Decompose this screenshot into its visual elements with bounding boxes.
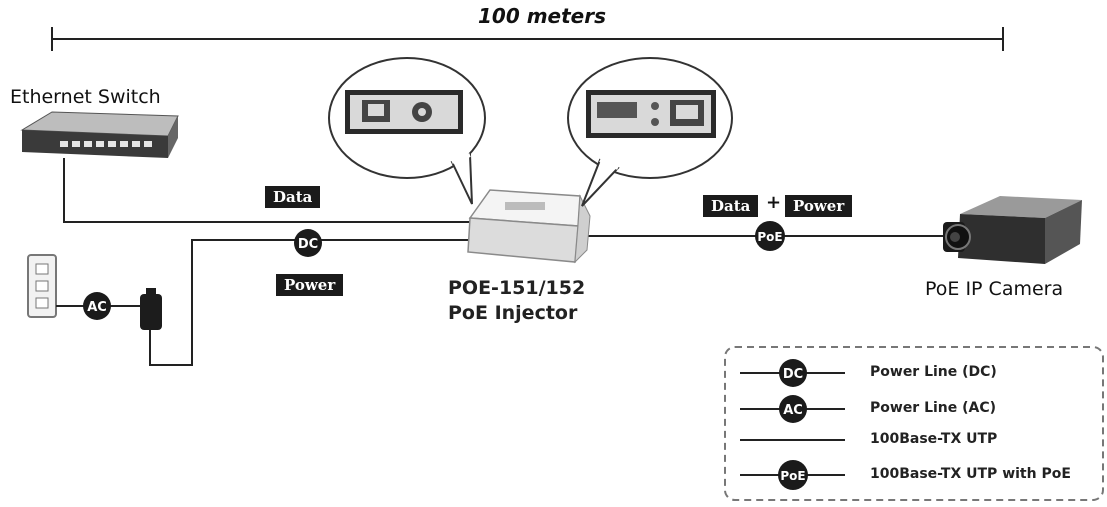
ip-camera-label: PoE IP Camera	[925, 278, 1064, 300]
data-cable	[63, 158, 475, 223]
injector-name: PoE Injector	[448, 302, 578, 324]
combined-data-tag: Data	[703, 195, 759, 217]
legend-box	[724, 346, 1104, 501]
legend-label-dc: Power Line (DC)	[870, 364, 997, 380]
combined-plus-sign: +	[766, 192, 782, 213]
legend-label-utp-poe: 100Base-TX UTP with PoE	[870, 466, 1071, 482]
injector-label: POE-151/152 PoE Injector	[448, 276, 585, 326]
legend-label-ac: Power Line (AC)	[870, 400, 997, 416]
dc-power-cable	[149, 239, 475, 366]
combined-power-tag: Power	[785, 195, 853, 217]
power-tag: Power	[276, 274, 344, 296]
legend-dc-marker: DC	[779, 359, 807, 387]
wall-outlet-icon	[27, 254, 57, 318]
ip-camera-icon	[943, 196, 1082, 264]
svg-text:PoE: PoE	[757, 230, 782, 244]
ethernet-switch-icon	[20, 111, 179, 158]
distance-dimension-line	[51, 27, 1004, 51]
ethernet-switch-label: Ethernet Switch	[10, 86, 161, 108]
data-tag: Data	[265, 186, 321, 208]
poe-marker: PoE	[755, 221, 785, 251]
legend-label-utp: 100Base-TX UTP	[870, 431, 998, 447]
ac-marker: AC	[83, 292, 111, 320]
injector-detail-callout-left	[328, 57, 486, 205]
power-adapter-icon	[140, 288, 162, 330]
injector-detail-callout-right	[567, 57, 733, 207]
legend-ac-marker: AC	[779, 395, 807, 423]
injector-model: POE-151/152	[448, 277, 586, 299]
svg-text:PoE: PoE	[780, 469, 805, 483]
legend-poe-marker: PoE	[778, 460, 808, 490]
svg-text:DC: DC	[783, 367, 803, 382]
svg-text:DC: DC	[298, 237, 318, 252]
dc-marker: DC	[294, 229, 322, 257]
distance-label: 100 meters	[478, 4, 607, 28]
poe-injector-icon	[467, 189, 591, 264]
svg-text:AC: AC	[87, 300, 107, 315]
svg-text:AC: AC	[783, 403, 803, 418]
